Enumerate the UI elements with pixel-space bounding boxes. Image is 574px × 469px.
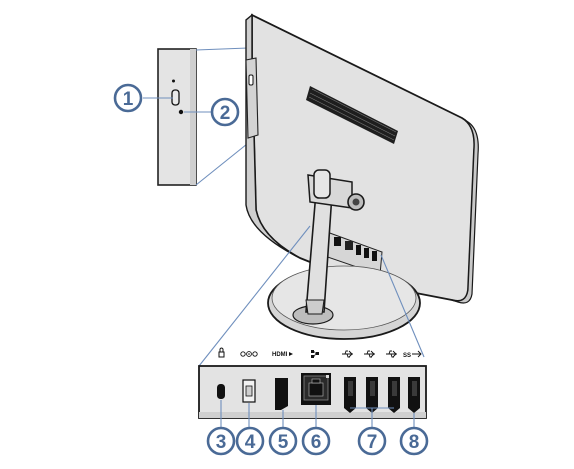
svg-text:3: 3 [216, 432, 227, 453]
usb-icon [386, 350, 397, 358]
usb-port-1 [342, 350, 356, 413]
svg-text:1: 1 [123, 89, 134, 110]
usb-port-2 [364, 350, 378, 413]
callout-4: 4 [235, 426, 265, 456]
callout-2: 2 [210, 97, 240, 127]
side-zoom-lines [195, 47, 253, 186]
power-connector-icon [240, 351, 258, 357]
usb-3-icon: SS [403, 350, 422, 359]
svg-text:8: 8 [409, 432, 420, 453]
usb3-label: SS [403, 353, 411, 359]
callout-1: 1 [113, 83, 143, 113]
kensington-lock-icon [218, 347, 225, 358]
hdmi-out-port: HDMI [272, 352, 293, 410]
security-lock-slot [217, 347, 225, 399]
side-panel-detail [157, 48, 197, 186]
usb-icon [342, 350, 353, 358]
usb-port-3 [386, 350, 400, 413]
monitor-stand [267, 169, 421, 340]
svg-text:7: 7 [367, 432, 378, 453]
callout-6: 6 [301, 426, 331, 456]
ethernet-icon [311, 350, 319, 358]
callout-3: 3 [206, 426, 236, 456]
callout-5: 5 [268, 426, 298, 456]
monitor-back [245, 13, 479, 304]
hdmi-label: HDMI [272, 352, 288, 358]
svg-text:2: 2 [220, 103, 231, 124]
rear-port-panel: HDMI [198, 347, 427, 419]
power-connector [240, 351, 258, 403]
hdmi-out-icon: HDMI [272, 352, 293, 358]
callout-leaders [143, 97, 415, 428]
usb-icon [364, 350, 375, 358]
vent-grille [306, 86, 398, 144]
svg-text:6: 6 [311, 432, 322, 453]
svg-text:5: 5 [278, 432, 289, 453]
ethernet-port [301, 350, 331, 405]
callout-7: 7 [357, 426, 387, 456]
svg-text:4: 4 [245, 432, 256, 453]
power-indicator-icon [178, 109, 184, 115]
callout-8: 8 [399, 426, 429, 456]
usb-3-port: SS [403, 350, 422, 413]
rear-zoom-lines [198, 225, 425, 367]
